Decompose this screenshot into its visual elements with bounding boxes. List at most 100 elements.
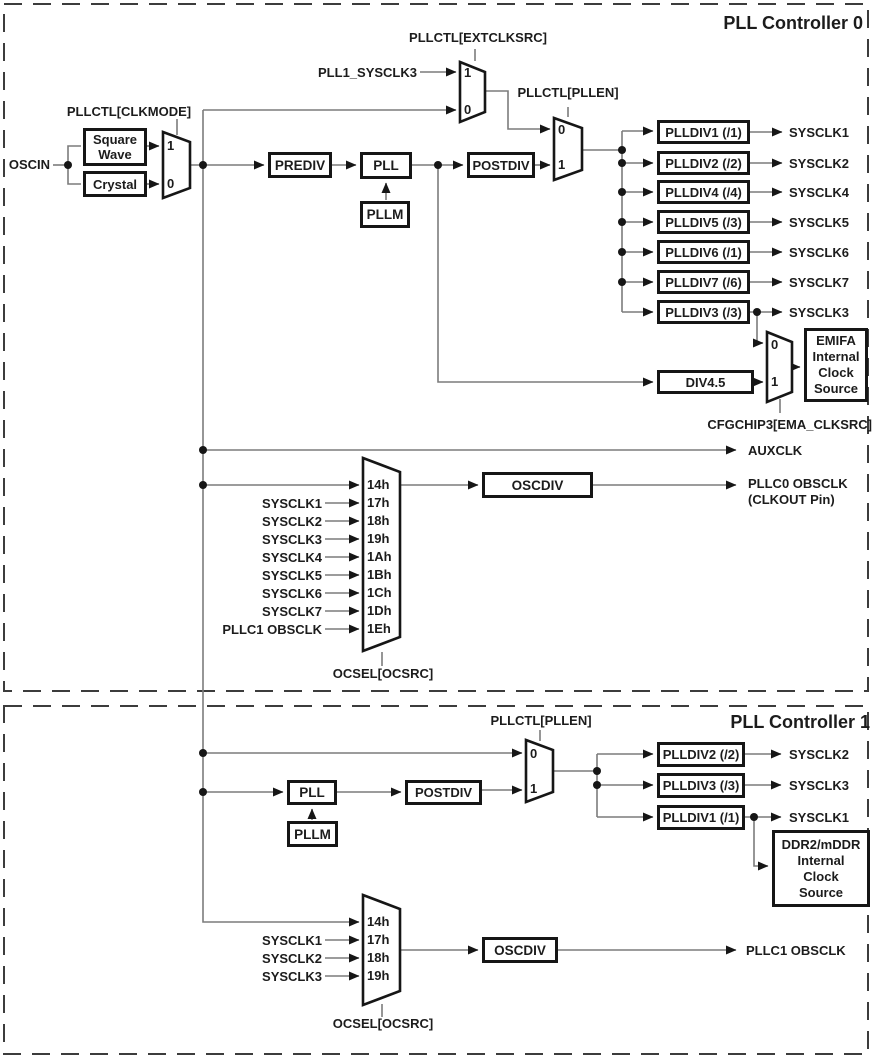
pll0-obs-in-sysclk1: SYSCLK1 — [262, 496, 322, 511]
junction-dots — [64, 146, 761, 821]
pll1-obsclk-mux-shape — [361, 893, 402, 1007]
pll0-obs-code-18h: 18h — [367, 513, 390, 528]
pll1-sysclk1-label: SYSCLK1 — [789, 810, 849, 825]
pll0-obs-code-1eh: 1Eh — [367, 621, 391, 636]
pll1-obs-code-17h: 17h — [367, 932, 390, 947]
pll1-pllen-register-label: PLLCTL[PLLEN] — [490, 713, 592, 728]
pll1-oscdiv-box: OSCDIV — [482, 937, 558, 963]
ddr2-line: Source — [798, 884, 844, 900]
pll0-plldiv5-box: PLLDIV5 (/3) — [657, 210, 750, 234]
ddr2-line: Internal — [797, 852, 845, 868]
pll0-wires — [53, 49, 801, 927]
pll1-pllen-mux-port-1: 1 — [530, 781, 538, 796]
pll1-plldiv2-box: PLLDIV2 (/2) — [657, 742, 745, 767]
pll0-plldiv1-box: PLLDIV1 (/1) — [657, 120, 750, 144]
pll0-obs-code-14h: 14h — [367, 477, 390, 492]
pll1-obs-in-sysclk3: SYSCLK3 — [262, 969, 322, 984]
ddr2-clock-source-box: DDR2/mDDR Internal Clock Source — [772, 830, 870, 907]
oscin-label: OSCIN — [8, 157, 50, 172]
pll1-pllm-box: PLLM — [287, 821, 338, 847]
pll0-plldiv6-box: PLLDIV6 (/1) — [657, 240, 750, 264]
ddr2-line: DDR2/mDDR — [781, 836, 861, 852]
pll0-obsclk-mux-shape — [361, 456, 402, 653]
emifa-line: EMIFA — [816, 333, 856, 348]
pll0-sysclk6-label: SYSCLK6 — [789, 245, 849, 260]
pll1-ocsel-register-label: OCSEL[OCSRC] — [332, 1016, 434, 1031]
crystal-box: Crystal — [83, 171, 147, 197]
pll1-section-title: PLL Controller 1 — [730, 712, 870, 732]
pll0-section-border — [3, 3, 869, 692]
pll1-pll-box: PLL — [287, 780, 337, 805]
pll0-plldiv3-box: PLLDIV3 (/3) — [657, 300, 750, 324]
emifa-line: Clock — [818, 365, 854, 380]
pll0-obs-code-1dh: 1Dh — [367, 603, 392, 618]
pll1-sysclk3-label: PLL1_SYSCLK3 — [318, 65, 417, 80]
pll0-obs-code-1ah: 1Ah — [367, 549, 392, 564]
cfgchip3-register-label: CFGCHIP3[EMA_CLKSRC] — [707, 417, 872, 432]
pll0-obs-in-pllc1-obsclk: PLLC1 OBSCLK — [222, 622, 322, 637]
pll1-pllen-mux-shape — [524, 738, 555, 804]
pll0-plldiv4-box: PLLDIV4 (/4) — [657, 180, 750, 204]
clkmode-mux-port-1: 1 — [167, 138, 175, 153]
pll1-plldiv3-box: PLLDIV3 (/3) — [657, 773, 745, 798]
div45-box: DIV4.5 — [657, 370, 754, 394]
extclksrc-mux-port-1: 1 — [464, 65, 472, 80]
ema-mux-port-0: 0 — [771, 337, 779, 352]
pll1-sysclk3-label: SYSCLK3 — [789, 778, 849, 793]
pll0-pllen-mux-shape — [552, 116, 584, 182]
pll1-wires — [203, 730, 782, 1017]
pll1-section-border — [3, 705, 869, 1055]
auxclk-label: AUXCLK — [748, 443, 803, 458]
pll0-obs-in-sysclk5: SYSCLK5 — [262, 568, 322, 583]
pll0-plldiv7-box: PLLDIV7 (/6) — [657, 270, 750, 294]
pll0-prediv-box: PREDIV — [268, 152, 332, 178]
pll0-sysclk3-label: SYSCLK3 — [789, 305, 849, 320]
ddr2-line: Clock — [803, 868, 839, 884]
pll0-obs-code-17h: 17h — [367, 495, 390, 510]
clkout-pin-label: (CLKOUT Pin) — [748, 492, 835, 507]
pll0-sysclk7-label: SYSCLK7 — [789, 275, 849, 290]
ema-clksrc-mux-shape — [765, 330, 794, 404]
pll0-obs-code-19h: 19h — [367, 531, 390, 546]
pll0-pllen-register-label: PLLCTL[PLLEN] — [517, 85, 619, 100]
pll0-sysclk4-label: SYSCLK4 — [789, 185, 849, 200]
ema-mux-port-1: 1 — [771, 374, 779, 389]
pll0-obs-in-sysclk4: SYSCLK4 — [262, 550, 322, 565]
pll0-postdiv-box: POSTDIV — [467, 152, 535, 178]
pll1-sysclk2-label: SYSCLK2 — [789, 747, 849, 762]
pll1-obs-code-19h: 19h — [367, 968, 390, 983]
pll0-pll-box: PLL — [360, 152, 412, 179]
pll0-sysclk5-label: SYSCLK5 — [789, 215, 849, 230]
pll0-pllm-box: PLLM — [360, 201, 410, 228]
pll0-sysclk2-label: SYSCLK2 — [789, 156, 849, 171]
pll0-obs-code-1ch: 1Ch — [367, 585, 392, 600]
pllc1-obsclk-label: PLLC1 OBSCLK — [746, 943, 846, 958]
pll0-obs-in-sysclk7: SYSCLK7 — [262, 604, 322, 619]
pll0-obs-in-sysclk6: SYSCLK6 — [262, 586, 322, 601]
emifa-clock-source-box: EMIFA Internal Clock Source — [804, 328, 868, 402]
pll0-pllen-mux-port-1: 1 — [558, 157, 566, 172]
pllc0-obsclk-label: PLLC0 OBSCLK — [748, 476, 848, 491]
pll1-postdiv-box: POSTDIV — [405, 780, 482, 805]
pll0-obs-in-sysclk2: SYSCLK2 — [262, 514, 322, 529]
clkmode-mux-shape — [161, 130, 192, 200]
emifa-line: Source — [813, 381, 859, 396]
square-wave-box: Square Wave — [83, 128, 147, 166]
pll0-section-title: PLL Controller 0 — [723, 13, 863, 33]
pll1-obs-code-18h: 18h — [367, 950, 390, 965]
pll0-sysclk1-label: SYSCLK1 — [789, 125, 849, 140]
pll1-plldiv1-box: PLLDIV1 (/1) — [657, 805, 745, 830]
pll0-obs-in-sysclk3: SYSCLK3 — [262, 532, 322, 547]
extclksrc-register-label: PLLCTL[EXTCLKSRC] — [409, 30, 547, 45]
clkmode-register-label: PLLCTL[CLKMODE] — [66, 104, 192, 119]
extclksrc-mux-port-0: 0 — [464, 102, 472, 117]
emifa-line: Internal — [812, 349, 860, 364]
pll1-pllen-mux-port-0: 0 — [530, 746, 538, 761]
pll0-oscdiv-box: OSCDIV — [482, 472, 593, 498]
pll0-ocsel-register-label: OCSEL[OCSRC] — [332, 666, 434, 681]
pll1-obs-in-sysclk1: SYSCLK1 — [262, 933, 322, 948]
pll1-obs-in-sysclk2: SYSCLK2 — [262, 951, 322, 966]
pll0-obs-code-1bh: 1Bh — [367, 567, 392, 582]
